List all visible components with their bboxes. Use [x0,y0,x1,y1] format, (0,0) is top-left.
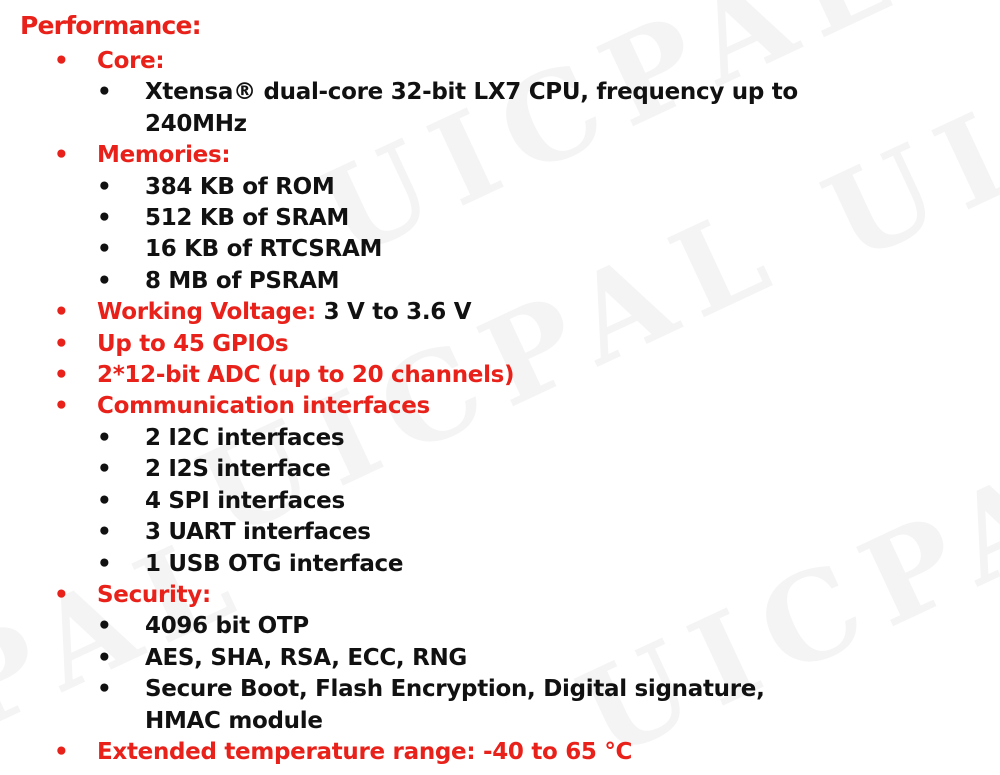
sub-list-item: 3 UART interfaces [77,517,1000,549]
item-label: Core: [97,48,165,74]
sub-list-item: 16 KB of RTCSRAM [77,234,1000,266]
sub-list-item: 384 KB of ROM [77,172,1000,204]
performance-list: Core: Xtensa® dual-core 32-bit LX7 CPU, … [20,46,1000,769]
item-label: Security: [97,581,211,608]
sub-list-item: 512 KB of SRAM [77,203,1000,235]
list-item-core: Core: Xtensa® dual-core 32-bit LX7 CPU, … [20,46,1000,140]
item-label: Memories: [97,142,231,169]
sub-list-item: Secure Boot, Flash Encryption, Digital s… [77,674,1000,737]
list-item-memories: Memories: 384 KB of ROM 512 KB of SRAM 1… [20,140,1000,297]
section-heading: Performance: [20,11,202,40]
list-item-working-voltage: Working Voltage: 3 V to 3.6 V [20,297,1000,329]
item-label: Communication interfaces [97,393,430,420]
sub-list: 4096 bit OTP AES, SHA, RSA, ECC, RNG Sec… [77,611,1000,737]
sub-list-item: 2 I2S interface [77,454,1000,486]
item-value: 3 V to 3.6 V [315,299,472,326]
sub-list-item: 8 MB of PSRAM [77,266,1000,298]
list-item-gpios: Up to 45 GPIOs [20,329,1000,361]
list-item-communication: Communication interfaces 2 I2C interface… [20,391,1000,580]
item-label: Working Voltage: [97,299,316,326]
list-item-temperature: Extended temperature range: -40 to 65 °C [20,737,1000,769]
sub-list-item: AES, SHA, RSA, ECC, RNG [77,643,1000,675]
sub-list-item: 4096 bit OTP [77,611,1000,643]
sub-list-item: 1 USB OTG interface [77,549,1000,581]
list-item-adc: 2*12-bit ADC (up to 20 channels) [20,360,1000,392]
sub-list-item: 2 I2C interfaces [77,423,1000,455]
item-label: Extended temperature range: -40 to 65 °C [97,738,633,765]
sub-list-item: Xtensa® dual-core 32-bit LX7 CPU, freque… [77,77,1000,140]
item-label: Up to 45 GPIOs [97,330,289,357]
item-label: 2*12-bit ADC (up to 20 channels) [97,362,515,389]
sub-list-item: 4 SPI interfaces [77,486,1000,518]
list-item-security: Security: 4096 bit OTP AES, SHA, RSA, EC… [20,580,1000,737]
sub-list: 384 KB of ROM 512 KB of SRAM 16 KB of RT… [77,172,1000,298]
sub-list: Xtensa® dual-core 32-bit LX7 CPU, freque… [77,77,1000,140]
sub-list: 2 I2C interfaces 2 I2S interface 4 SPI i… [77,423,1000,580]
